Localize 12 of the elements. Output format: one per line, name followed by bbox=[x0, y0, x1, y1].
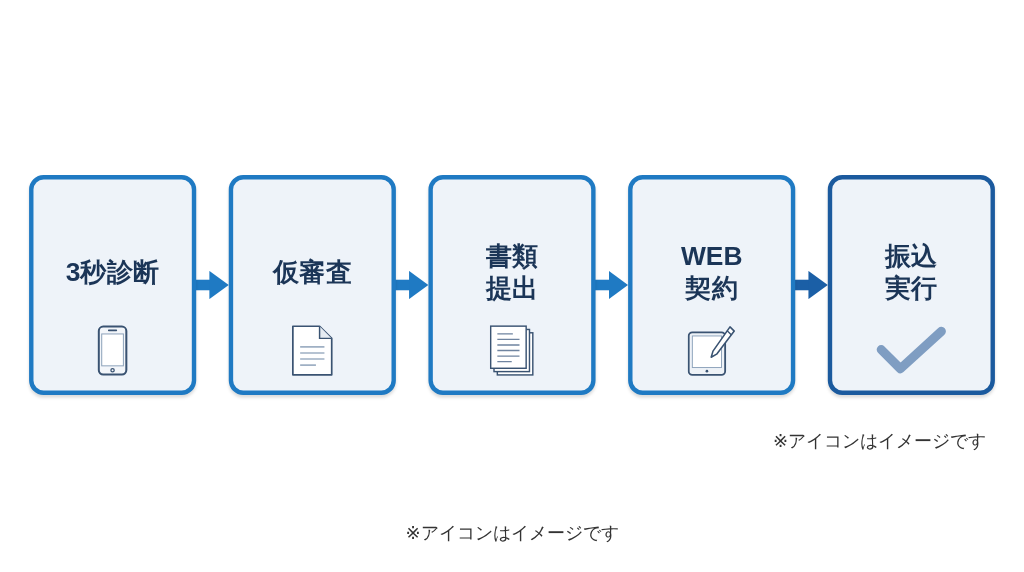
step-box bbox=[628, 175, 796, 395]
note-text: ※アイコンはイメージです bbox=[772, 431, 986, 453]
step-box bbox=[228, 175, 396, 395]
step-label: 3秒診断 bbox=[65, 255, 160, 288]
step-box bbox=[827, 175, 995, 395]
note-text: ※アイコンはイメージです bbox=[405, 523, 619, 545]
step-box bbox=[428, 175, 596, 395]
step-label: 仮審査 bbox=[272, 255, 352, 288]
step-label: 書類提出 bbox=[484, 240, 540, 304]
step-label: 振込実行 bbox=[883, 240, 939, 304]
step-label: WEB契約 bbox=[680, 240, 744, 304]
step-box bbox=[29, 175, 197, 395]
